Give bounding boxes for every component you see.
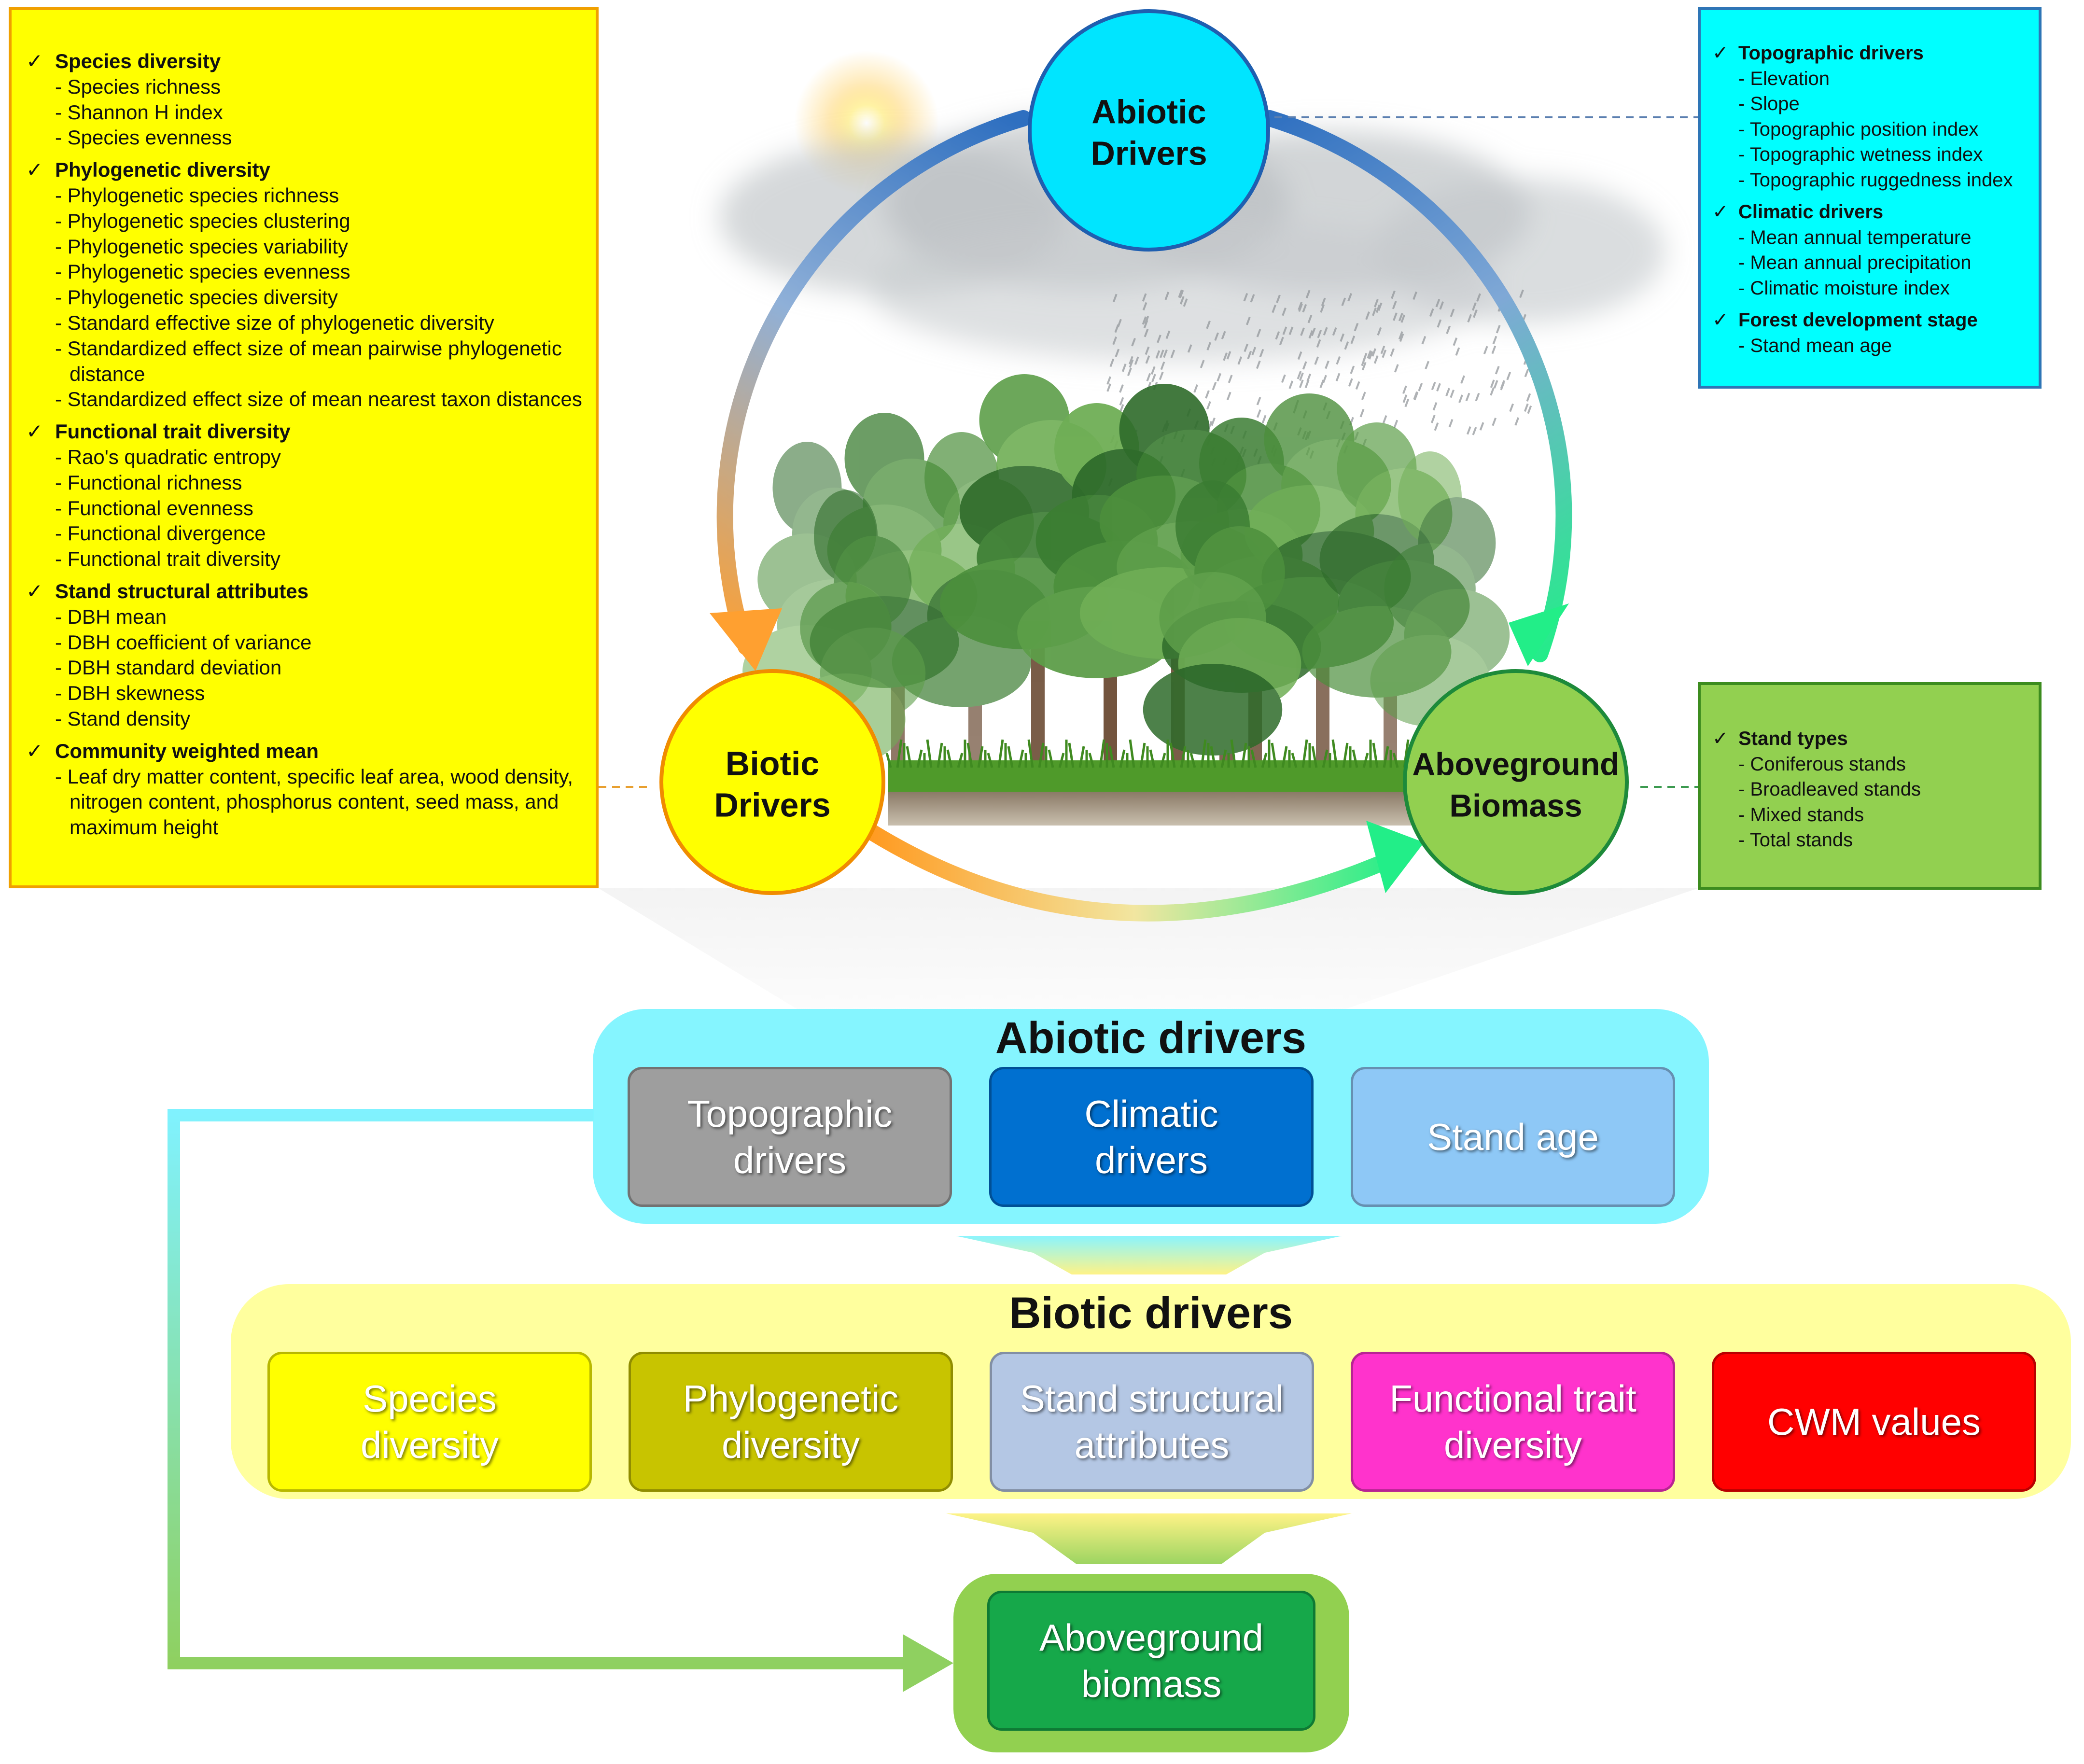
biotic-category-box-1: Species diversity	[267, 1352, 592, 1492]
list-item: - Functional richness	[55, 471, 242, 494]
list-item: - Standardized effect size of mean neare…	[55, 388, 582, 411]
list-item: - Slope	[1738, 93, 1800, 114]
list-item: - Shannon H index	[55, 100, 223, 124]
abiotic-category-box-1: Topographic drivers	[628, 1067, 952, 1207]
list-group: ✓ Functional trait diversity- Rao's quadr…	[20, 419, 596, 572]
list-item: - Mean annual precipitation	[1738, 252, 1972, 273]
list-item: - Topographic ruggedness index	[1738, 169, 2013, 191]
list-item: - Phylogenetic species variability	[55, 235, 348, 258]
list-item: - Standard effective size of phylogeneti…	[55, 311, 494, 334]
biotic-panel-title: Biotic drivers	[1009, 1288, 1293, 1338]
check-icon: ✓	[26, 420, 43, 443]
arrow-biotic-to-biomass	[861, 822, 1399, 922]
list-item: - Coniferous stands	[1738, 753, 1906, 775]
abiotic-panel-title: Abiotic drivers	[995, 1013, 1307, 1063]
list-item: - Species evenness	[55, 126, 232, 149]
tree-icon	[1143, 480, 1301, 772]
funnel-shape	[599, 888, 1698, 1023]
list-group-title: Phylogenetic diversity	[55, 158, 270, 182]
list-item: - Functional divergence	[55, 522, 266, 545]
biotic-category-box-5: CWM values	[1712, 1352, 2036, 1492]
list-item: - Standardized effect size of mean pairw…	[55, 336, 562, 385]
check-icon: ✓	[1712, 728, 1729, 749]
list-group: ✓Stand structural attributes- DBH mean- …	[20, 579, 596, 732]
list-group: ✓ Stand types - Coniferous stands - Broadle…	[1706, 726, 2039, 853]
abiotic-category-box-2: Climatic drivers	[989, 1067, 1314, 1207]
list-item: - Species richness	[55, 75, 221, 98]
list-item: - DBH standard deviation	[55, 656, 282, 679]
list-item: - Leaf dry matter content, specific leaf…	[55, 765, 573, 839]
list-group: ✓ Topographic drivers - Elevation - Slope - …	[1706, 41, 2039, 193]
check-icon: ✓	[26, 739, 43, 762]
forest-illustration	[742, 374, 1510, 772]
down-arrow-biotic-to-biomass	[946, 1513, 1352, 1564]
list-item: - Phylogenetic species evenness	[55, 260, 350, 283]
list-item: - Broadleaved stands	[1738, 779, 1921, 800]
biotic-drivers-circle	[659, 669, 885, 895]
list-group: ✓ Species diversity - Species richness- Sh…	[20, 49, 596, 151]
list-group: ✓ Community weighted mean - Leaf dry matte…	[20, 739, 596, 840]
list-item: - Topographic wetness index	[1738, 144, 1983, 165]
check-icon: ✓	[26, 50, 43, 72]
list-group-title: Community weighted mean	[55, 739, 319, 762]
list-item: - Stand density	[55, 707, 191, 730]
list-item: - DBH mean	[55, 605, 167, 628]
list-item: - Climatic moisture index	[1738, 277, 1950, 299]
list-group: ✓Phylogenetic diversity- Phylogenetic sp…	[20, 157, 596, 412]
check-icon: ✓	[26, 579, 43, 602]
arrowhead-biotic	[710, 608, 782, 671]
down-arrow-abiotic-to-biotic	[956, 1236, 1342, 1274]
stand-types-list: ✓ Stand types - Coniferous stands - Broadle…	[1698, 682, 2042, 890]
list-item: - DBH coefficient of variance	[55, 630, 312, 654]
biotic-drivers-list: ✓ Species diversity - Species richness- Sh…	[9, 7, 599, 888]
biotic-category-box-3: Stand structural attributes	[990, 1352, 1314, 1492]
check-icon: ✓	[26, 158, 43, 182]
aboveground-biomass-box: Aboveground biomass	[987, 1591, 1315, 1731]
list-group-title: Stand structural attributes	[55, 579, 309, 602]
abiotic-drivers-circle	[1028, 9, 1270, 252]
abiotic-drivers-list: ✓ Topographic drivers - Elevation - Slope - …	[1698, 7, 2042, 389]
list-item: - Total stands	[1738, 829, 1853, 851]
arrow-abiotic-to-biotic	[716, 110, 1032, 655]
biotic-category-box-2: Phylogenetic diversity	[629, 1352, 953, 1492]
biotic-category-box-4: Functional trait diversity	[1351, 1352, 1675, 1492]
arrowhead-biomass-top	[1509, 603, 1569, 666]
soil-strip	[888, 792, 1448, 826]
abiotic-category-box-3: Stand age	[1351, 1067, 1675, 1207]
list-item: - Functional evenness	[55, 496, 253, 519]
check-icon: ✓	[1712, 42, 1729, 64]
aboveground-biomass-circle	[1403, 669, 1629, 895]
check-icon: ✓	[1712, 309, 1729, 331]
arrowhead-to-biomass	[903, 1634, 953, 1692]
check-icon: ✓	[1712, 201, 1729, 223]
list-item: - Elevation	[1738, 68, 1830, 89]
tree-icon	[1370, 451, 1510, 772]
arrow-abiotic-to-biomass	[1261, 110, 1572, 662]
list-item: - Rao's quadratic entropy	[55, 445, 281, 468]
list-item: - Phylogenetic species diversity	[55, 286, 338, 309]
list-item: - Phylogenetic species richness	[55, 183, 339, 207]
connector-abiotic-to-biomass	[168, 1109, 912, 1669]
list-item: - Mixed stands	[1738, 804, 1864, 826]
list-group-title: Stand types	[1738, 728, 1848, 749]
list-group-title: Climatic drivers	[1738, 201, 1884, 223]
list-item: - Mean annual temperature	[1738, 226, 1972, 248]
list-group: ✓ Climatic drivers - Mean annual temperatu…	[1706, 199, 2039, 301]
list-item: - Phylogenetic species clustering	[55, 209, 350, 232]
list-item: - Stand mean age	[1738, 335, 1892, 356]
list-group: ✓ Forest development stage - Stand mean ag…	[1706, 308, 2039, 358]
list-item: - DBH skewness	[55, 682, 205, 705]
arrowhead-biomass-bottom	[1366, 821, 1424, 893]
list-group-title: Topographic drivers	[1738, 42, 1924, 64]
list-item: - Topographic position index	[1738, 118, 1979, 140]
list-group-title: Forest development stage	[1738, 309, 1978, 331]
list-item: - Functional trait diversity	[55, 547, 280, 571]
list-group-title: Species diversity	[55, 50, 221, 72]
list-group-title: Functional trait diversity	[55, 420, 291, 443]
